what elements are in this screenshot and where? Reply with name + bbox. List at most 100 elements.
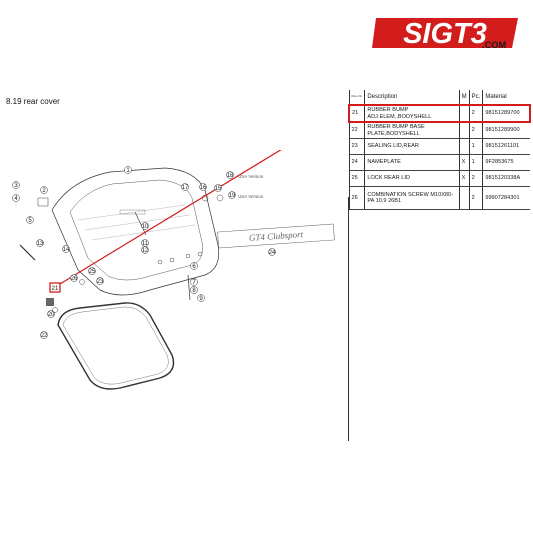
svg-text:26: 26 (71, 276, 78, 282)
callout-14: 14 (62, 245, 70, 253)
table-row[interactable]: 26 COMBINATION SCREW M10X80-PA 10.9 26B1… (348, 186, 530, 210)
col-material: Material (482, 90, 530, 106)
svg-text:25: 25 (89, 269, 96, 275)
row-pos: 25 (348, 170, 365, 187)
svg-text:5: 5 (28, 218, 32, 224)
row-pos: 22 (348, 122, 365, 139)
table-header: Pos.-Nr. Description M Pc. Material (348, 90, 530, 106)
svg-text:3: 3 (14, 183, 18, 189)
svg-text:1: 1 (126, 168, 130, 174)
svg-text:15: 15 (215, 186, 222, 192)
row-description: SEALING LID,REAR (364, 138, 460, 155)
row-pc: 2 (468, 104, 483, 123)
svg-text:8: 8 (192, 288, 196, 294)
usa-version-label-1: USA Version (238, 174, 264, 179)
callout-16: 16 (199, 183, 207, 191)
table-row[interactable]: 21 RUBBER BUMP ADJ.ELEM.,BODYSHELL 2 981… (348, 104, 532, 123)
callout-23: 23 (96, 277, 104, 285)
svg-text:16: 16 (200, 185, 207, 191)
col-pc: Pc. (468, 90, 483, 106)
row-material: 99907284301 (482, 186, 530, 210)
row-pc: 1 (468, 154, 483, 171)
table-row[interactable]: 25 LOCK REAR LID X 2 9815120338A (348, 170, 530, 187)
row-pos: 23 (348, 138, 365, 155)
col-pos: Pos.-Nr. (348, 90, 365, 106)
lid-seal (57, 302, 175, 390)
callout-13: 13 (36, 239, 44, 247)
callout-8: 8 (190, 286, 198, 294)
svg-text:13: 13 (37, 241, 44, 247)
callout-19: 19 (228, 191, 236, 199)
table-border-left (348, 197, 349, 441)
callout-12: 12 (141, 246, 149, 254)
callout-7: 7 (190, 278, 198, 286)
table-row[interactable]: 23 SEALING LID,REAR 1 98151261101 (348, 138, 530, 155)
callout-25: 25 (88, 267, 96, 275)
svg-text:21: 21 (52, 286, 59, 292)
table-row[interactable]: 22 RUBBER BUMP BASE PLATE,BODYSHELL 2 98… (348, 122, 530, 139)
svg-text:19: 19 (229, 193, 236, 199)
svg-text:9: 9 (199, 296, 203, 302)
svg-text:7: 7 (192, 280, 196, 286)
nameplate (217, 223, 335, 249)
callout-3: 3 (12, 181, 20, 189)
brand-logo: SIGT3 (372, 18, 518, 50)
svg-text:14: 14 (63, 247, 70, 253)
row-m (458, 104, 470, 123)
row-material: 98151261101 (482, 138, 530, 155)
table-row[interactable]: 24 NAMEPLATE X 1 9F2853675 (348, 154, 530, 171)
row-m (458, 186, 470, 210)
svg-text:23: 23 (97, 279, 104, 285)
svg-text:11: 11 (142, 241, 149, 247)
row-pc: 1 (468, 138, 483, 155)
callout-15: 15 (214, 184, 222, 192)
row-description: COMBINATION SCREW M10X80-PA 10.9 26B1 (364, 186, 460, 210)
svg-text:10: 10 (142, 224, 149, 230)
row-m (458, 122, 470, 139)
callout-6: 6 (190, 262, 198, 270)
svg-text:24: 24 (269, 250, 276, 256)
callout-21: 21 (52, 286, 59, 292)
callout-4: 4 (12, 194, 20, 202)
parts-table: Pos.-Nr. Description M Pc. Material 21 R… (348, 90, 532, 210)
row-pos: 26 (348, 186, 365, 210)
row-material: 98151289900 (482, 122, 530, 139)
row-description: NAMEPLATE (364, 154, 460, 171)
svg-text:12: 12 (142, 248, 149, 254)
callout-1: 1 (124, 166, 132, 174)
callout-26: 26 (70, 274, 78, 282)
row-pos: 21 (348, 104, 365, 123)
callout-2: 2 (40, 186, 48, 194)
row-m: X (458, 154, 470, 171)
logo-text: SIGT3 (403, 18, 487, 50)
row-material: 9815120338A (482, 170, 530, 187)
callout-18: 18 (226, 171, 234, 179)
section-title: 8.19 rear cover (6, 97, 60, 106)
svg-text:6: 6 (192, 264, 196, 270)
svg-text:2: 2 (42, 188, 46, 194)
callout-10: 10 (141, 222, 149, 230)
svg-text:22: 22 (41, 333, 48, 339)
row-description: LOCK REAR LID (364, 170, 460, 187)
parts-diagram: GT4 Clubsport 1 2 3 4 5 6 7 8 9 10 11 12… (12, 150, 335, 390)
callout-24: 24 (268, 248, 276, 256)
row-description: RUBBER BUMP ADJ.ELEM.,BODYSHELL (364, 104, 460, 123)
logo-domain: .COM (482, 40, 507, 50)
svg-text:4: 4 (14, 196, 18, 202)
callout-22: 22 (40, 331, 48, 339)
row-pc: 2 (468, 122, 483, 139)
row-description: RUBBER BUMP BASE PLATE,BODYSHELL (364, 122, 460, 139)
row-pos: 24 (348, 154, 365, 171)
callout-5: 5 (26, 216, 34, 224)
usa-version-label-2: USA Version (238, 194, 264, 199)
svg-text:18: 18 (227, 173, 234, 179)
svg-text:17: 17 (182, 185, 189, 191)
row-pc: 2 (468, 170, 483, 187)
row-material: 98151289700 (482, 104, 532, 123)
col-description: Description (364, 90, 460, 106)
row-material: 9F2853675 (482, 154, 530, 171)
nameplate-text: GT4 Clubsport (249, 229, 304, 243)
col-m: M (458, 90, 470, 106)
row-pc: 2 (468, 186, 483, 210)
svg-text:20: 20 (48, 312, 55, 318)
